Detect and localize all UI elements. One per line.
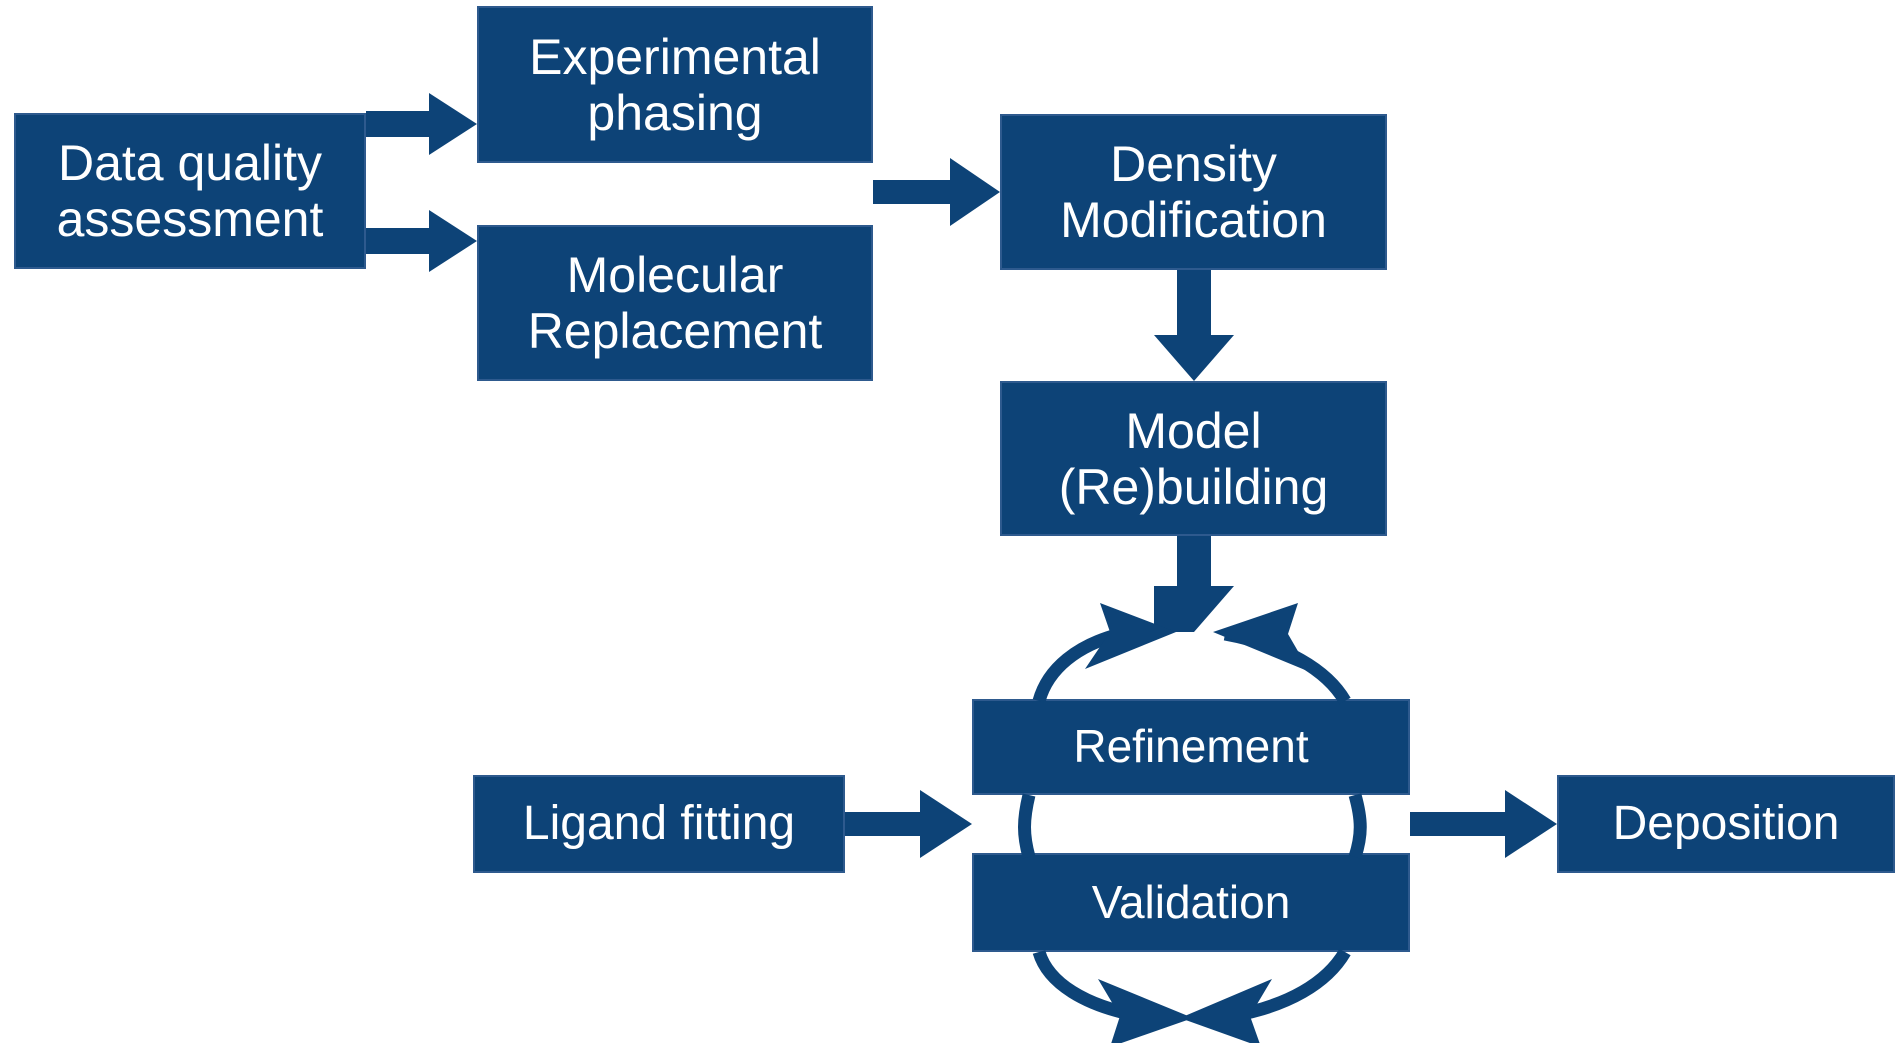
node-validation[interactable]: Validation: [972, 853, 1410, 952]
edge-cycle-to-deposition: [1410, 790, 1557, 858]
edge-cycle-arc-bottom-right: [1180, 948, 1351, 1043]
edge-dataquality-to-molecularreplacement: [366, 210, 477, 272]
edge-modelrebuilding-to-refinement: [1154, 536, 1234, 632]
node-molecular-replacement[interactable]: Molecular Replacement: [477, 225, 873, 381]
node-refinement[interactable]: Refinement: [972, 699, 1410, 795]
edge-cycle-arc-top-left: [1032, 603, 1176, 703]
node-density-modification[interactable]: Density Modification: [1000, 114, 1387, 270]
cycle-ring-right-rib: [1348, 793, 1367, 859]
cycle-ring-left-rib: [1018, 793, 1036, 859]
node-data-quality-assessment[interactable]: Data quality assessment: [14, 113, 366, 269]
node-ligand-fitting[interactable]: Ligand fitting: [473, 775, 845, 873]
node-deposition[interactable]: Deposition: [1557, 775, 1895, 873]
node-experimental-phasing[interactable]: Experimental phasing: [477, 6, 873, 163]
edge-ligandfitting-to-cycle: [845, 790, 972, 858]
edge-phasing-to-densitymodification: [873, 158, 1000, 226]
edge-dataquality-to-experimentalphasing: [366, 93, 477, 155]
edge-densitymodification-to-modelrebuilding: [1154, 270, 1234, 381]
node-model-rebuilding[interactable]: Model (Re)building: [1000, 381, 1387, 536]
edge-cycle-arc-top-right: [1213, 603, 1351, 705]
edge-cycle-arc-bottom-left: [1032, 949, 1193, 1043]
